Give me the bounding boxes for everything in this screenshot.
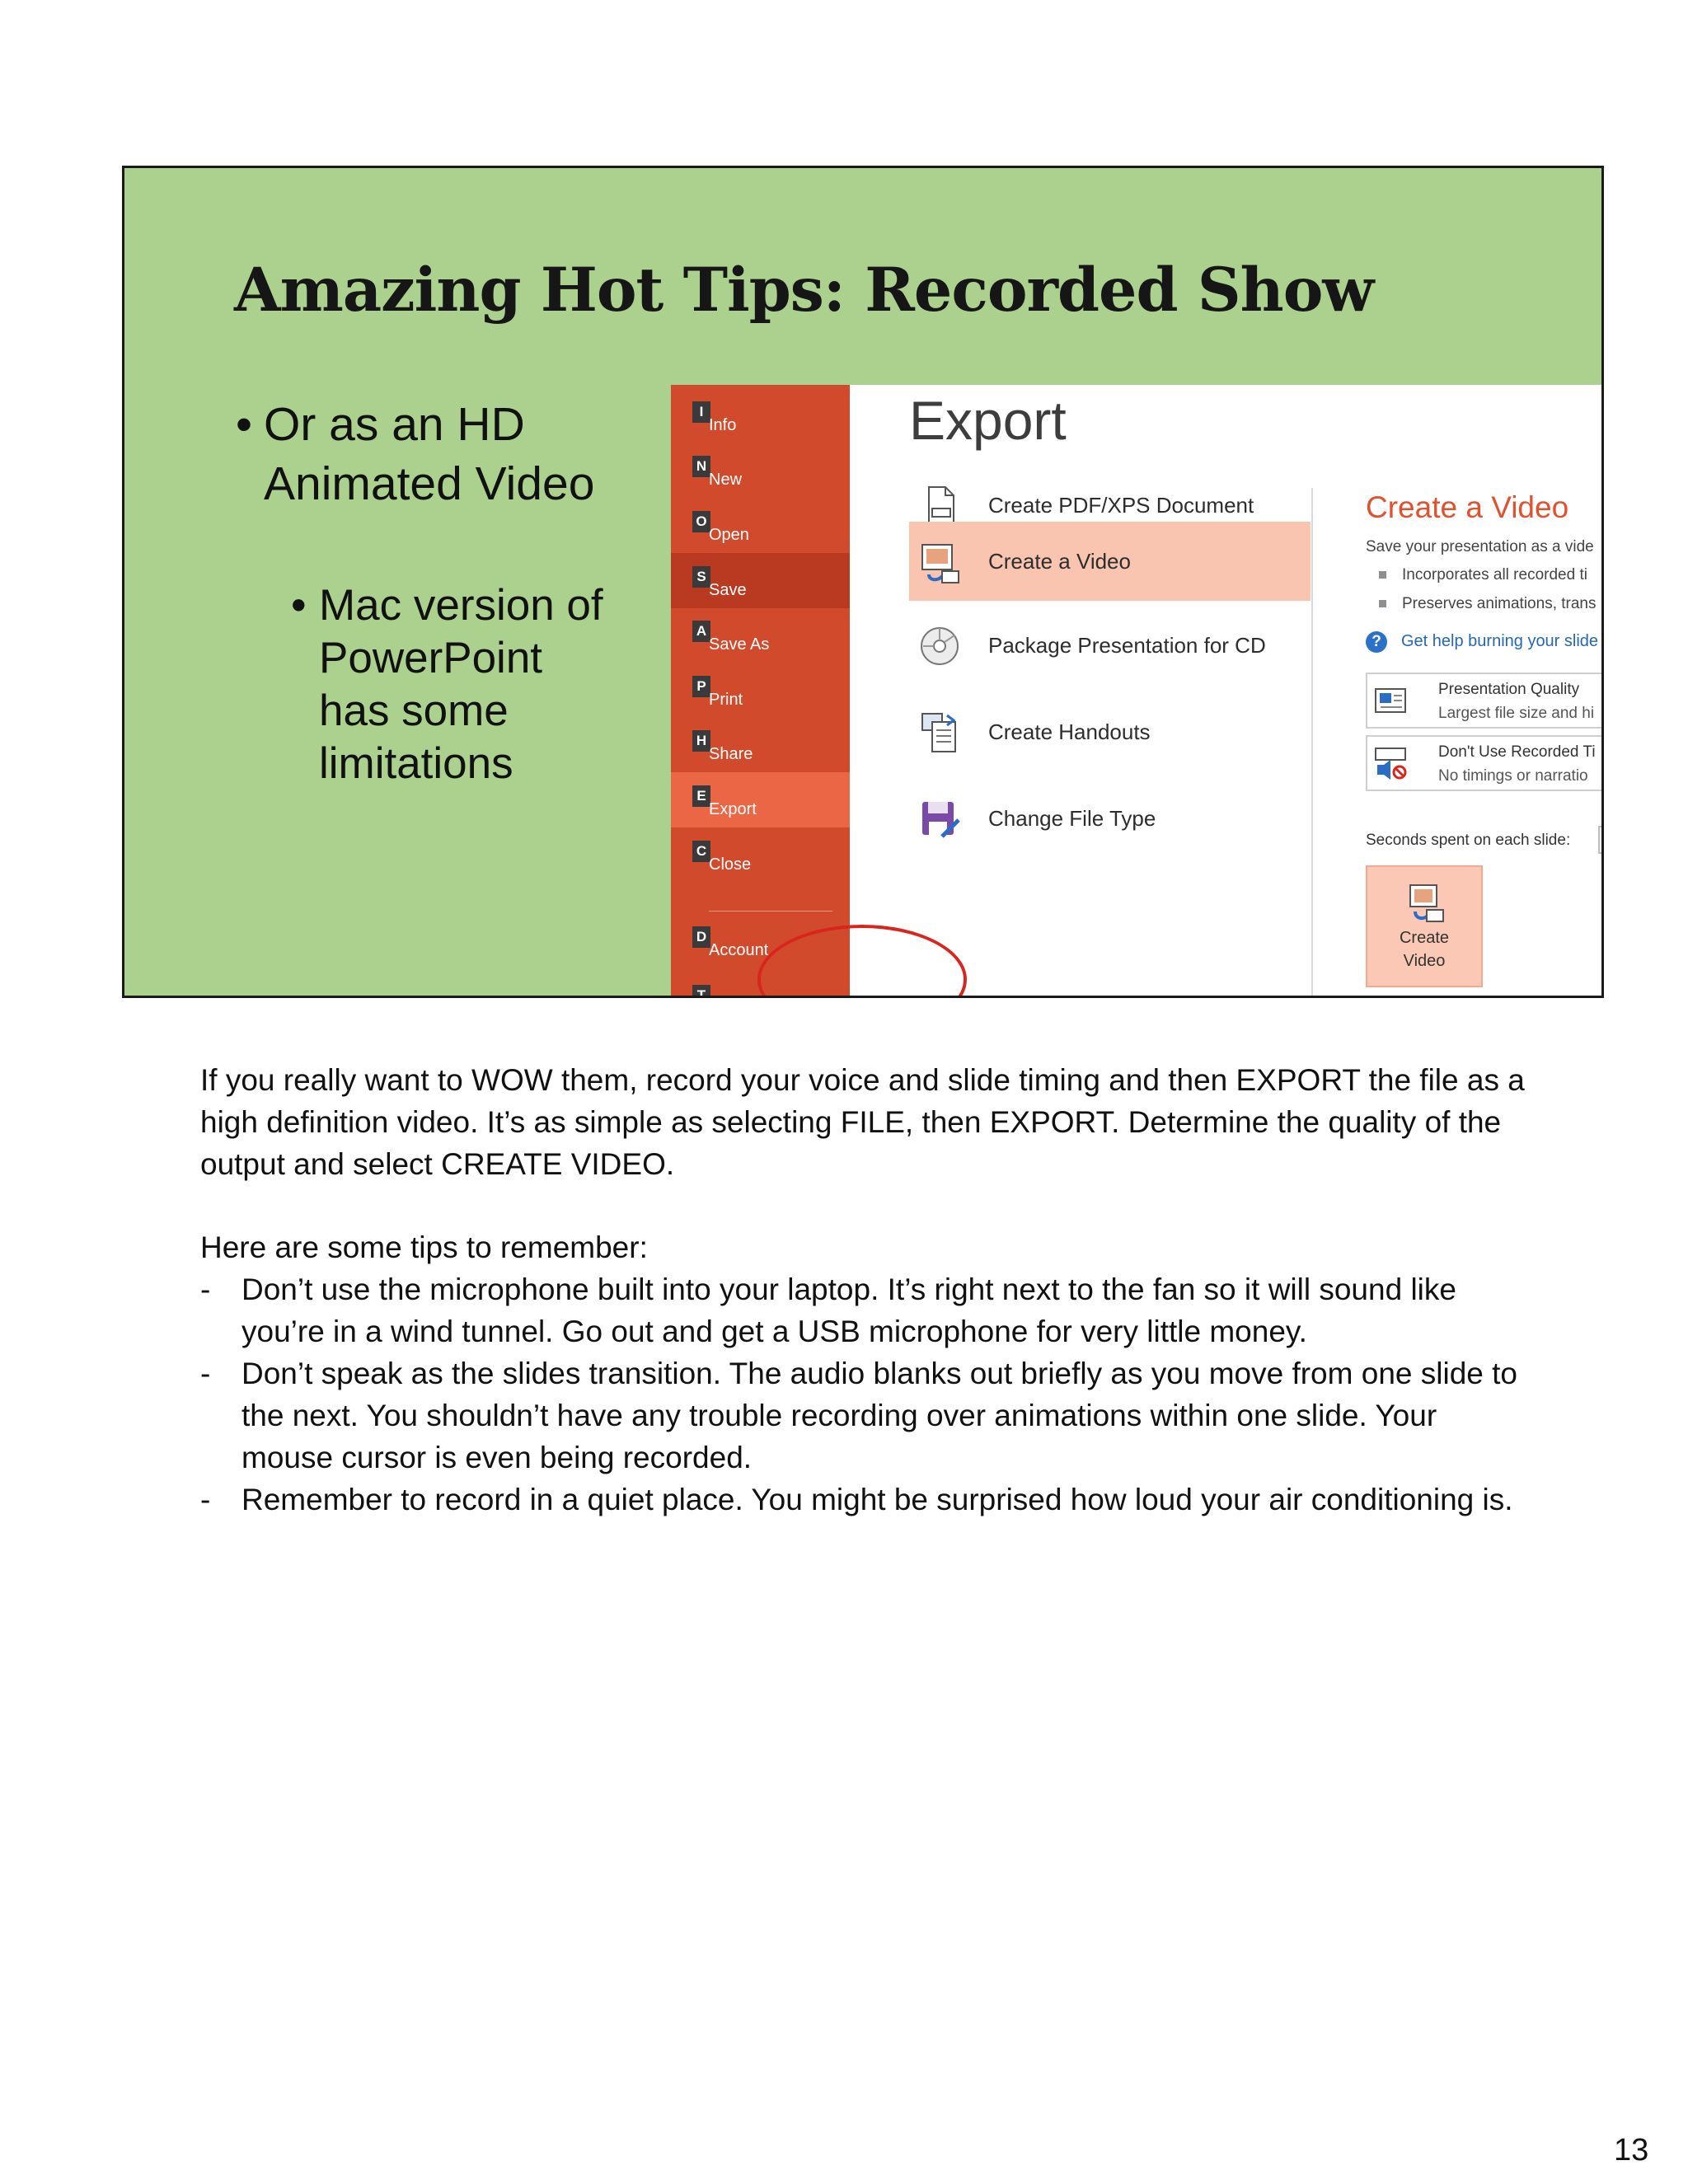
- create-video-button-label: Create Video: [1399, 929, 1450, 970]
- menu-item-label: Export: [709, 800, 757, 818]
- export-option-label: Change File Type: [988, 806, 1156, 831]
- keytip: A: [692, 621, 710, 642]
- speaker-notes: If you really want to WOW them, record y…: [200, 1059, 1536, 1521]
- notes-intro: If you really want to WOW them, record y…: [200, 1063, 1525, 1181]
- dropdown-subtitle: No timings or narratio: [1438, 767, 1588, 785]
- keytip: C: [692, 841, 710, 862]
- dash-marker: -: [200, 1357, 211, 1390]
- bullet-text: Mac version of PowerPoint has some limit…: [319, 581, 603, 788]
- pdf-document-icon: [928, 486, 954, 526]
- menu-divider: [709, 911, 832, 912]
- export-option-package-cd[interactable]: Package Presentation for CD: [909, 606, 1311, 685]
- create-video-description: Save your presentation as a vide: [1366, 538, 1594, 555]
- video-icon: [1409, 884, 1444, 922]
- page-number: 13: [1614, 2133, 1649, 2168]
- change-file-type-icon: [922, 802, 960, 838]
- dropdown-title: Don't Use Recorded Ti: [1438, 743, 1596, 761]
- create-video-button[interactable]: Create Video: [1366, 865, 1483, 987]
- bullet-square-icon: [1379, 600, 1386, 607]
- help-icon: ?: [1366, 631, 1387, 653]
- presentation-quality-dropdown[interactable]: Presentation Quality Largest file size a…: [1366, 673, 1601, 729]
- export-option-label: Create a Video: [988, 549, 1131, 574]
- keytip: T: [692, 985, 710, 996]
- notes-spacer: [200, 1185, 1536, 1226]
- export-heading: Export: [909, 390, 1067, 451]
- list-item-text: Incorporates all recorded ti: [1402, 566, 1587, 583]
- handouts-icon: [921, 713, 956, 752]
- keytip: O: [692, 511, 710, 532]
- menu-item-label: New: [709, 471, 743, 489]
- monitor-quality-icon: [1375, 688, 1406, 713]
- keytip: E: [692, 785, 710, 807]
- tip-item: -Don’t use the microphone built into you…: [200, 1268, 1536, 1352]
- seconds-per-slide-label: Seconds spent on each slide:: [1366, 832, 1571, 849]
- export-option-change-file-type[interactable]: Change File Type: [909, 779, 1311, 858]
- menu-item-label: Info: [709, 416, 737, 434]
- recorded-timings-dropdown[interactable]: Don't Use Recorded Ti No timings or narr…: [1366, 735, 1601, 791]
- notes-tips-heading: Here are some tips to remember:: [200, 1230, 648, 1264]
- menu-item-label: Save: [709, 581, 747, 599]
- dropdown-subtitle: Largest file size and hi: [1438, 705, 1595, 722]
- narration-timings-icon: [1375, 748, 1407, 780]
- keytip: I: [692, 401, 710, 423]
- keytip: S: [692, 566, 710, 588]
- menu-item-label: Open: [709, 526, 749, 544]
- keytip: P: [692, 676, 710, 697]
- keytip: N: [692, 456, 710, 477]
- seconds-per-slide-input[interactable]: [1598, 826, 1601, 854]
- menu-item-label: Print: [709, 691, 743, 709]
- menu-item-label: Account: [709, 941, 769, 959]
- dash-marker: -: [200, 1272, 211, 1306]
- list-item-text: Preserves animations, trans: [1402, 595, 1597, 612]
- create-video-title: Create a Video: [1366, 490, 1569, 524]
- menu-item-options[interactable]: T: [671, 972, 850, 996]
- export-option-pdf[interactable]: Create PDF/XPS Document: [909, 466, 1311, 545]
- menu-item-label: Save As: [709, 635, 770, 654]
- keytip: H: [692, 730, 710, 752]
- bullet-square-icon: [1379, 571, 1386, 579]
- menu-item-label: Close: [709, 855, 752, 874]
- export-option-create-video[interactable]: Create a Video: [909, 522, 1311, 601]
- menu-item-label: Share: [709, 745, 753, 763]
- bullet-icon: •: [236, 398, 252, 451]
- export-option-label: Create Handouts: [988, 719, 1151, 744]
- dash-marker: -: [200, 1483, 211, 1516]
- video-icon: [921, 544, 959, 583]
- slide-bullet-level1: • Or as an HD Animated Video: [236, 395, 594, 513]
- bullet-text: Or as an HD Animated Video: [264, 398, 595, 510]
- cd-icon: [921, 627, 959, 665]
- slide-bullet-level2: • Mac version of PowerPoint has some lim…: [291, 579, 603, 790]
- slide-title: Amazing Hot Tips: Recorded Show: [234, 255, 1374, 326]
- bullet-icon: •: [291, 581, 307, 630]
- pane-divider: [1311, 488, 1313, 996]
- tip-item: -Remember to record in a quiet place. Yo…: [200, 1479, 1536, 1521]
- dropdown-title: Presentation Quality: [1438, 681, 1580, 698]
- help-link-text: Get help burning your slide: [1401, 632, 1599, 650]
- tip-text: Remember to record in a quiet place. You…: [241, 1483, 1513, 1516]
- tip-text: Don’t speak as the slides transition. Th…: [241, 1357, 1517, 1474]
- slide: Amazing Hot Tips: Recorded Show • Or as …: [122, 166, 1604, 998]
- tip-item: -Don’t speak as the slides transition. T…: [200, 1352, 1536, 1479]
- export-option-label: Create PDF/XPS Document: [988, 493, 1254, 518]
- keytip: D: [692, 926, 710, 948]
- tip-text: Don’t use the microphone built into your…: [241, 1272, 1456, 1348]
- export-option-label: Package Presentation for CD: [988, 633, 1266, 658]
- export-option-handouts[interactable]: Create Handouts: [909, 692, 1311, 771]
